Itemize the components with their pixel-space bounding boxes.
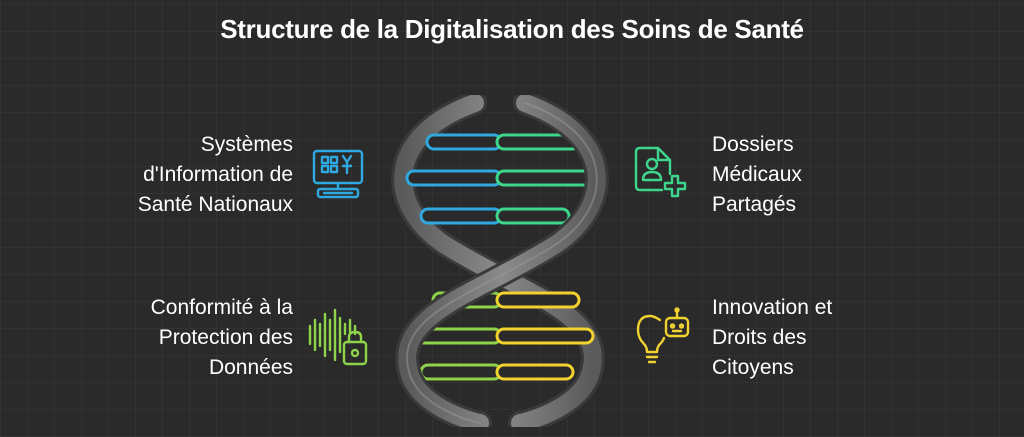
label-line: Innovation et [712, 296, 833, 319]
label-line: Partagés [712, 193, 797, 216]
label-shared-medical-records: Dossiers Médicaux Partagés [712, 130, 802, 220]
label-line: Médicaux [712, 163, 802, 186]
lightbulb-robot-icon [636, 307, 690, 364]
label-line: Droits des [712, 326, 807, 349]
label-line: Santé Nationaux [137, 193, 293, 216]
label-line: Protection des [158, 326, 293, 349]
rung-upper-2 [405, 169, 595, 187]
label-line: Dossiers [712, 133, 794, 156]
label-innovation-citizen-rights: Innovation et Droits des Citoyens [712, 293, 832, 383]
label-line: Systèmes [200, 133, 293, 156]
label-line: d'Information de [143, 163, 293, 186]
label-data-protection-compliance: Conformité à la Protection des Données [151, 293, 293, 383]
rung-lower-2 [409, 327, 595, 345]
computer-health-icon [312, 149, 364, 199]
rung-upper-3 [419, 207, 571, 225]
label-line: Conformité à la [150, 296, 293, 319]
dna-helix-illustration [391, 95, 609, 427]
medical-record-icon [634, 146, 687, 198]
label-line: Citoyens [712, 356, 794, 379]
rung-upper-1 [425, 133, 581, 151]
label-line: Données [208, 356, 293, 379]
rung-lower-3 [419, 363, 575, 381]
page-title: Structure de la Digitalisation des Soins… [220, 14, 804, 44]
label-health-info-systems: Systèmes d'Information de Santé Nationau… [138, 130, 293, 220]
soundwave-lock-icon [308, 308, 368, 366]
